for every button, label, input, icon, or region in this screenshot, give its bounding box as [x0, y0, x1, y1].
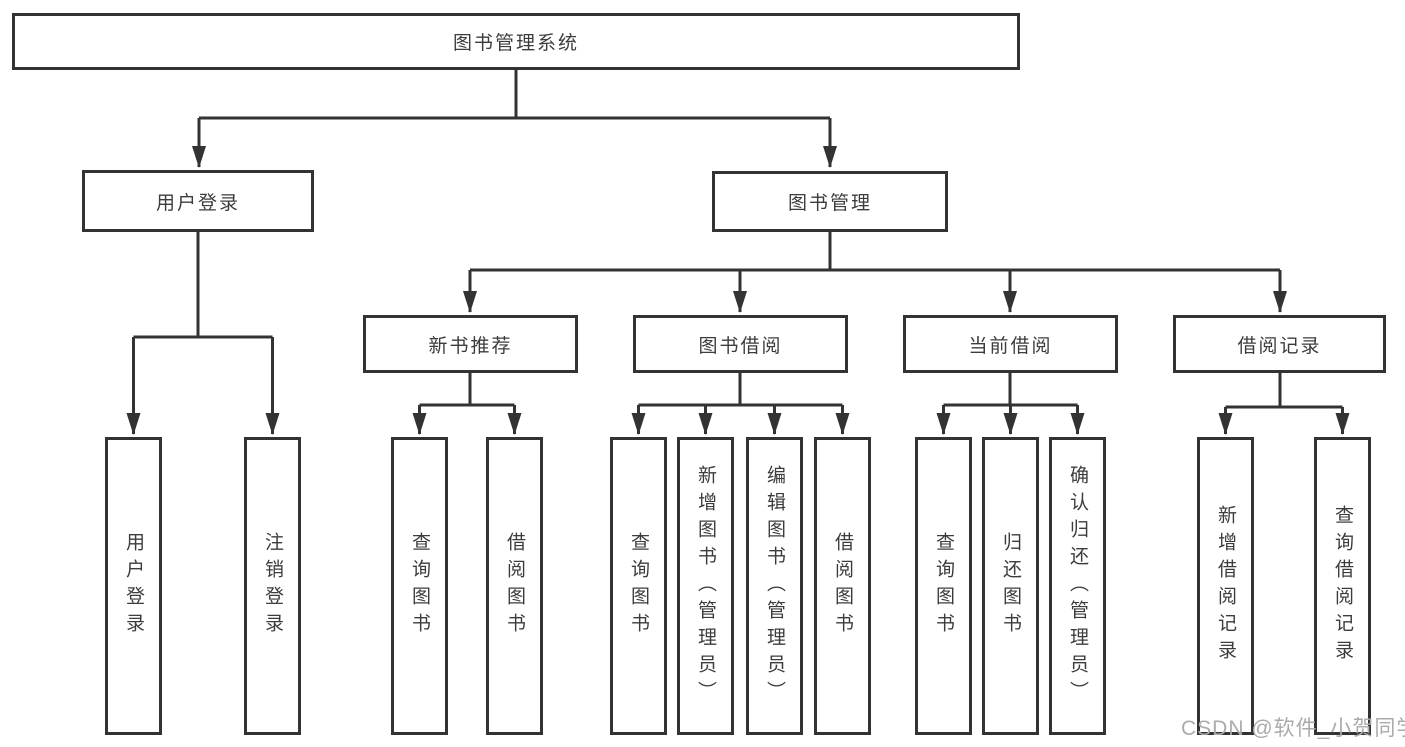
leaf-borrow-books: 借阅图书 — [814, 437, 871, 735]
leaf-query-books-borrow: 查询图书 — [610, 437, 667, 735]
node-current-borrow: 当前借阅 — [903, 315, 1118, 373]
leaf-label: 借阅图书 — [504, 532, 525, 640]
leaf-label: 查询图书 — [628, 532, 649, 640]
leaf-user-login: 用户登录 — [105, 437, 162, 735]
node-book-borrow: 图书借阅 — [633, 315, 848, 373]
leaf-label: 查询图书 — [409, 532, 430, 640]
leaf-borrow-books-recommend: 借阅图书 — [486, 437, 543, 735]
node-label: 图书借阅 — [698, 335, 783, 357]
leaf-label: 编辑图书（管理员） — [764, 464, 785, 708]
leaf-label: 用户登录 — [123, 532, 144, 640]
leaf-label: 新增图书（管理员） — [695, 464, 716, 708]
node-label: 图书管理系统 — [452, 33, 579, 54]
node-label: 当前借阅 — [968, 335, 1053, 357]
leaf-label: 查询借阅记录 — [1332, 505, 1353, 667]
leaf-logout: 注销登录 — [244, 437, 301, 735]
leaf-query-books-recommend: 查询图书 — [391, 437, 448, 735]
node-library-management-system: 图书管理系统 — [12, 13, 1020, 70]
csdn-watermark: CSDN @软件_小贺同学 — [1181, 717, 1405, 740]
leaf-confirm-return-admin: 确认归还（管理员） — [1049, 437, 1106, 735]
node-label: 图书管理 — [787, 193, 872, 214]
node-label: 用户登录 — [155, 192, 240, 214]
leaf-add-books-admin: 新增图书（管理员） — [677, 437, 734, 735]
leaf-label: 借阅图书 — [832, 532, 853, 640]
leaf-label: 注销登录 — [262, 532, 283, 640]
node-user-login: 用户登录 — [82, 170, 314, 232]
leaf-query-borrow-record: 查询借阅记录 — [1314, 437, 1371, 735]
leaf-add-borrow-record: 新增借阅记录 — [1197, 437, 1254, 735]
leaf-label: 新增借阅记录 — [1215, 505, 1236, 667]
node-label: 借阅记录 — [1237, 335, 1322, 357]
leaf-return-books: 归还图书 — [982, 437, 1039, 735]
leaf-edit-books-admin: 编辑图书（管理员） — [746, 437, 803, 735]
leaf-label: 查询图书 — [933, 532, 954, 640]
node-book-management: 图书管理 — [712, 171, 948, 232]
node-borrow-record: 借阅记录 — [1173, 315, 1386, 373]
node-label: 新书推荐 — [428, 335, 513, 357]
leaf-query-books-current: 查询图书 — [915, 437, 972, 735]
node-new-book-recommend: 新书推荐 — [363, 315, 578, 373]
leaf-label: 归还图书 — [1000, 532, 1021, 640]
leaf-label: 确认归还（管理员） — [1067, 464, 1088, 708]
